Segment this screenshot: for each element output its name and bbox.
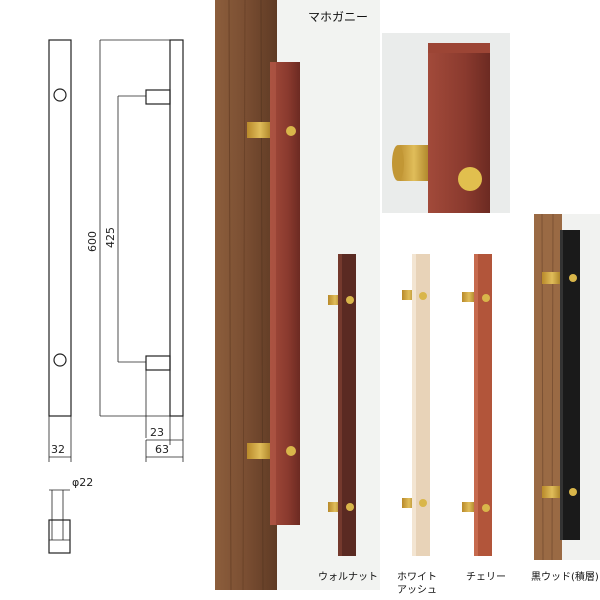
variant-label-cherry: チェリー [466,572,506,583]
side-view-post-bottom [145,355,171,371]
dim-post-23: 23 [150,426,164,439]
main-post-top [247,122,273,138]
variant-label-walnut: ウォルナット [318,572,378,583]
variant-black-wood [534,214,600,560]
dim-grip-425: 425 [104,227,117,248]
dim-length-600: 600 [86,231,99,252]
main-brass-cap-bottom [286,446,296,456]
closeup-brass-cap [458,167,482,191]
main-brass-cap-top [286,126,296,136]
variant-walnut [328,254,356,556]
main-photo-scene [215,0,380,590]
dim-projection-63: 63 [155,443,169,456]
closeup-handle [428,43,490,213]
variant-label-white-ash: ホワイト アッシュ [397,572,437,596]
variant-label-black-wood: 黒ウッド(積層) [531,572,599,583]
main-photo-title: マホガニー [308,10,369,24]
post-detail-base [48,519,71,554]
variant-white-ash [402,254,430,556]
side-view-grip [169,39,184,417]
screw-hole-top [53,88,67,102]
dim-width-32: 32 [51,443,65,456]
main-post-bottom [247,443,273,459]
variant-cherry [462,254,492,556]
technical-drawing: 600 425 32 23 63 φ22 [48,39,184,554]
dim-diameter-22: φ22 [72,476,93,489]
front-view-bar [48,39,72,417]
screw-hole-bottom [53,353,67,367]
closeup-brass-post [396,145,432,181]
closeup-inset [382,33,510,213]
side-view-post-top [145,89,171,105]
